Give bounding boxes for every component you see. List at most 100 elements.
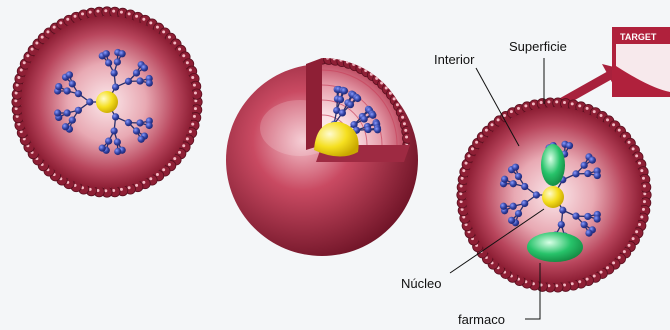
branch-node-icon: [337, 96, 344, 103]
branch-node-icon: [112, 113, 119, 120]
drug-icon: [541, 144, 565, 186]
surface-group-shine: [173, 41, 176, 44]
surface-group-shine: [635, 230, 638, 233]
surface-group-shine: [26, 54, 29, 57]
branch-node-icon: [114, 58, 121, 65]
surface-group-shine: [162, 30, 165, 33]
surface-group-shine: [600, 114, 603, 117]
surface-group-shine: [563, 101, 566, 104]
dendrimer-full: [12, 7, 202, 197]
branch-node-icon: [136, 119, 143, 126]
surface-group-shine: [182, 144, 185, 147]
branch-node-icon: [105, 59, 112, 66]
branch-node-icon: [521, 183, 528, 190]
surface-group-shine: [547, 100, 550, 103]
surface-group-shine: [31, 48, 34, 51]
branch-node-icon: [133, 127, 140, 134]
surface-group-shine: [401, 116, 404, 119]
surface-group-shine: [182, 54, 185, 57]
superficie-label: Superficie: [509, 39, 567, 54]
branch-node-icon: [347, 101, 354, 108]
surface-group-shine: [23, 61, 26, 64]
surface-group-shine: [186, 137, 189, 140]
surface-group-shine: [35, 41, 38, 44]
surface-group-shine: [600, 271, 603, 274]
branch-node-icon: [361, 115, 368, 122]
surface-group-shine: [623, 135, 626, 138]
surface-group-shine: [571, 102, 574, 105]
surface-group-shine: [606, 118, 609, 121]
branch-node-icon: [75, 107, 82, 114]
branch-node-icon: [585, 229, 592, 236]
surface-group-shine: [352, 63, 355, 66]
surface-group-shine: [640, 169, 643, 172]
branch-node-icon: [533, 191, 540, 198]
core-icon: [96, 91, 118, 113]
surface-group-shine: [370, 73, 373, 76]
branch-node-icon: [69, 80, 76, 87]
surface-group-shine: [299, 59, 302, 62]
surface-group-shine: [405, 136, 408, 139]
surface-group-shine: [135, 15, 138, 18]
surface-group-shine: [53, 26, 56, 29]
branch-node-icon: [515, 173, 522, 180]
surface-group-shine: [461, 177, 464, 180]
surface-group-shine: [306, 57, 309, 60]
branch-node-icon: [341, 87, 348, 94]
branch-node-icon: [146, 79, 153, 86]
branch-node-icon: [572, 213, 579, 220]
surface-group-shine: [186, 61, 189, 64]
surface-group-shine: [142, 18, 145, 21]
surface-group-shine: [149, 177, 152, 180]
drug-icon: [527, 232, 583, 262]
surface-group-shine: [389, 92, 392, 95]
branch-node-icon: [501, 176, 508, 183]
branch-node-icon: [572, 170, 579, 177]
surface-group-shine: [593, 110, 596, 113]
surface-group-shine: [540, 101, 543, 104]
surface-group-shine: [460, 184, 463, 187]
surface-group-shine: [16, 84, 19, 87]
surface-group-shine: [586, 107, 589, 110]
interior-label: Interior: [434, 52, 475, 67]
surface-group-shine: [293, 61, 296, 64]
nucleo-label: Núcleo: [401, 276, 441, 291]
surface-group-shine: [475, 141, 478, 144]
surface-group-shine: [635, 154, 638, 157]
surface-group-shine: [168, 36, 171, 39]
surface-group-shine: [96, 10, 99, 13]
surface-group-shine: [258, 81, 261, 84]
surface-group-shine: [66, 18, 69, 21]
surface-group-shine: [632, 147, 635, 150]
surface-group-shine: [393, 97, 396, 100]
surface-group-shine: [524, 104, 527, 107]
branch-node-icon: [500, 203, 507, 210]
surface-group-shine: [194, 107, 197, 110]
branch-node-icon: [141, 64, 148, 71]
branch-node-icon: [125, 119, 132, 126]
surface-group-shine: [128, 12, 131, 15]
surface-group-shine: [471, 147, 474, 150]
surface-group-shine: [510, 110, 513, 113]
branch-node-icon: [55, 83, 62, 90]
branch-node-icon: [75, 90, 82, 97]
surface-group-icon: [297, 56, 307, 66]
branch-node-icon: [589, 157, 596, 164]
surface-group-shine: [618, 129, 621, 132]
dendrimer-drug-loaded: [457, 98, 651, 292]
surface-group-shine: [104, 9, 107, 12]
surface-group-shine: [571, 282, 574, 285]
surface-group-shine: [168, 163, 171, 166]
surface-group-shine: [193, 115, 196, 118]
surface-group-shine: [364, 69, 367, 72]
branch-node-icon: [111, 127, 118, 134]
surface-group-shine: [286, 63, 289, 66]
branch-node-icon: [369, 112, 376, 119]
branch-node-icon: [594, 215, 601, 222]
surface-group-shine: [112, 10, 115, 13]
target-label: TARGET: [620, 32, 657, 42]
branch-node-icon: [66, 71, 73, 78]
surface-group-shine: [178, 48, 181, 51]
branch-node-icon: [99, 145, 106, 152]
